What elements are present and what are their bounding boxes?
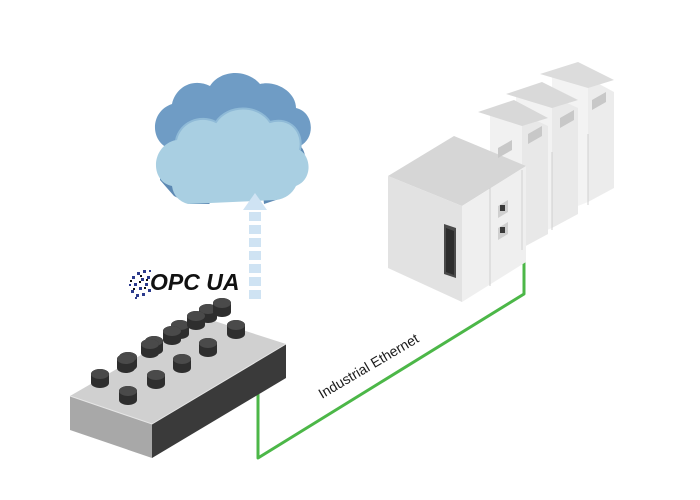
io-block-connectors <box>91 298 245 405</box>
opc-globe-icon <box>129 270 154 299</box>
io-connector-stud <box>91 369 109 388</box>
io-connector-stud <box>187 311 205 330</box>
ethernet-cable <box>256 250 526 460</box>
opc-ua-wordmark: OPC UA <box>150 269 239 295</box>
io-connector-stud <box>119 386 137 405</box>
io-connector-stud <box>147 370 165 389</box>
io-connector-stud <box>213 298 231 317</box>
plc-rack-device <box>388 62 614 302</box>
opc-ua-logo: OPC UA <box>129 269 239 299</box>
cloud-icon <box>154 72 311 204</box>
io-connector-stud <box>227 320 245 339</box>
plc-module-details <box>444 92 606 286</box>
upload-arrow-icon <box>243 193 267 299</box>
io-connector-stud <box>141 339 159 358</box>
io-connector-stud <box>173 354 191 373</box>
io-connector-stud <box>199 338 217 357</box>
io-connector-stud <box>163 326 181 345</box>
io-connector-stud <box>117 354 135 373</box>
